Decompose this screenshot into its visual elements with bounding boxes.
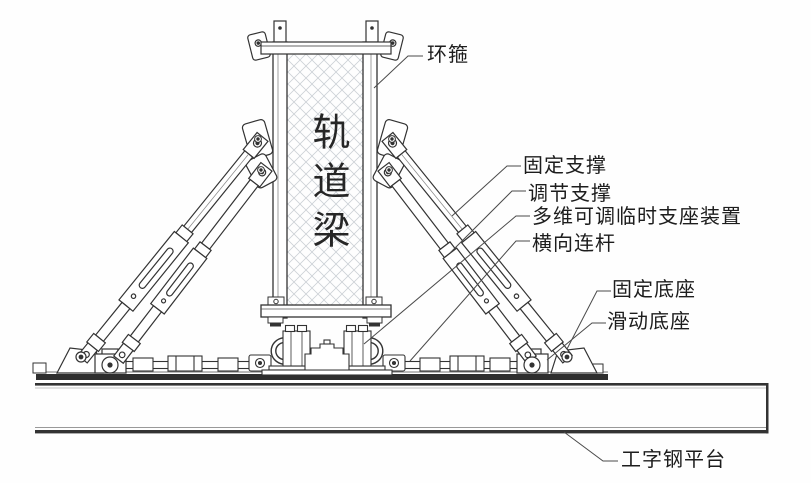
bearing-block-right [382, 354, 406, 372]
leader-fixed-base [566, 290, 611, 350]
base-pivots [75, 351, 573, 374]
bracket-pivots [254, 135, 396, 174]
base-rail [36, 374, 608, 380]
transverse-link-left [123, 355, 253, 372]
label-sliding-base: 滑动底座 [607, 311, 691, 333]
label-transverse-link: 横向连杆 [532, 233, 616, 255]
leader-multi-dim-device [363, 215, 530, 345]
beam-bottom-cap [260, 304, 392, 318]
track-beam [260, 41, 392, 327]
i-beam-platform [32, 362, 769, 434]
strut-adjustable-left [112, 161, 273, 365]
track-beam-label: 轨道梁 [306, 112, 348, 259]
label-multi-dim-device: 多维可调临时支座装置 [532, 206, 742, 228]
leader-lines [363, 55, 618, 462]
leader-i-beam-platform [563, 431, 618, 462]
multi-dim-support-device [261, 324, 393, 376]
leader-fixed-support [451, 165, 521, 217]
ring-hoop-top [247, 20, 404, 61]
beam-hatched-web [286, 51, 364, 306]
device-center-coupler [304, 343, 350, 371]
bearing-block-left [248, 354, 272, 372]
ring-hoop-cap-bar [260, 41, 392, 55]
label-adjustable-support: 调节支撑 [528, 183, 612, 205]
leader-ring-hoop [373, 55, 423, 89]
label-fixed-support: 固定支撑 [523, 155, 607, 177]
leader-adjustable-support [449, 190, 526, 254]
leader-sliding-base [546, 322, 606, 361]
strut-adjustable-right [377, 161, 538, 365]
label-i-beam-platform: 工字钢平台 [621, 449, 726, 471]
rail-end-stop-left [32, 362, 47, 374]
strut-fixed-left [77, 131, 269, 364]
label-ring-hoop: 环箍 [427, 44, 469, 66]
transverse-link-right [401, 355, 521, 372]
label-fixed-base: 固定底座 [612, 279, 696, 301]
leader-transverse-link [409, 240, 530, 362]
